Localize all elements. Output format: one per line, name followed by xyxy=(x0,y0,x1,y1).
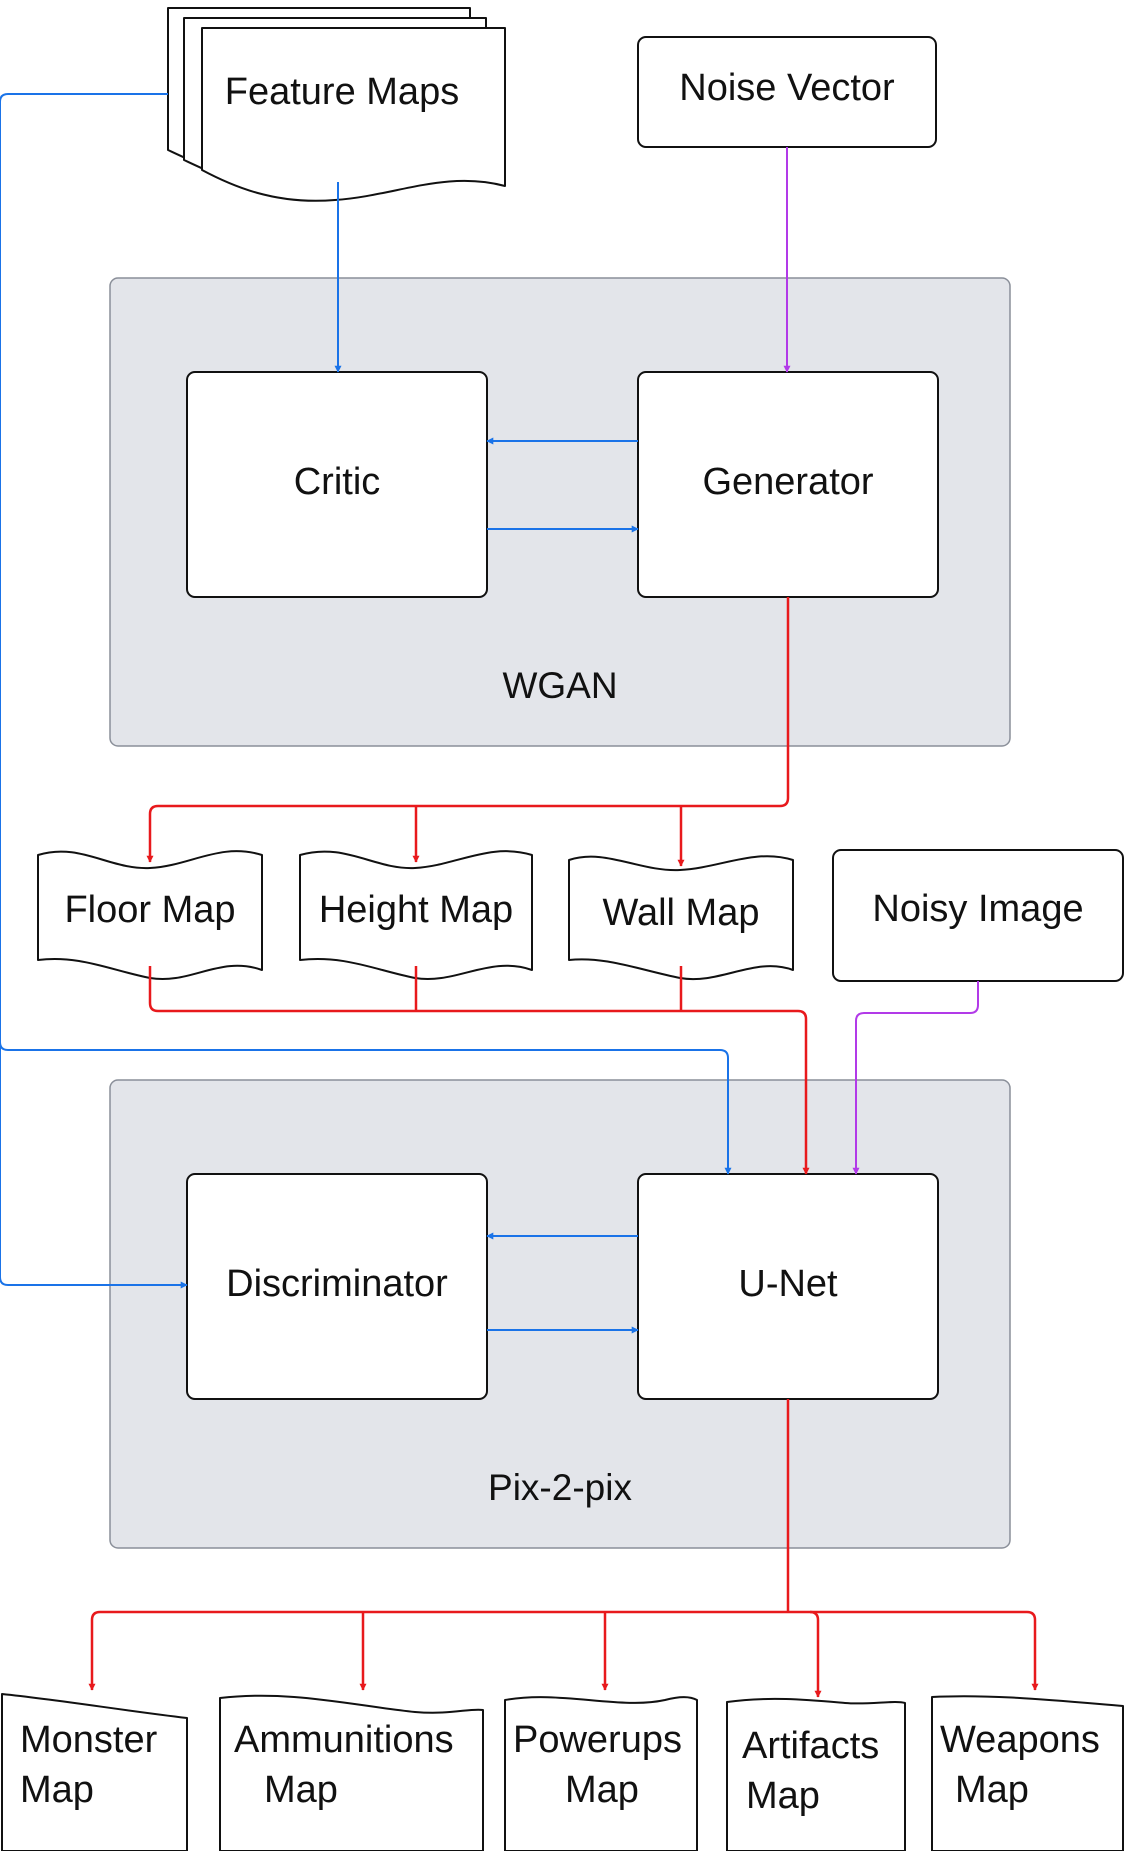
noisy-image-to-unet-arrow xyxy=(852,981,979,1175)
floor-map-doc: Floor Map xyxy=(37,850,263,981)
height-map-label: Height Map xyxy=(319,889,513,931)
powerups-map-doc: Powerups Map xyxy=(504,1696,698,1851)
ammunitions-map-label-line2: Map xyxy=(264,1769,338,1811)
powerups-map-label-line2: Map xyxy=(565,1769,639,1811)
wall-map-doc: Wall Map xyxy=(568,855,794,981)
weapons-map-label-line2: Map xyxy=(955,1769,1029,1811)
critic-label: Critic xyxy=(294,461,381,503)
unet-to-weapons-arrow xyxy=(810,1610,1039,1691)
floor-to-unet-arrow xyxy=(148,966,810,1175)
powerups-map-label-line1: Powerups xyxy=(513,1719,682,1761)
unet-to-monster-arrow xyxy=(88,1610,788,1691)
height-map-doc: Height Map xyxy=(299,850,533,981)
monster-map-label-line2: Map xyxy=(20,1769,94,1811)
discriminator-label: Discriminator xyxy=(226,1263,448,1305)
weapons-map-doc: Weapons Map xyxy=(931,1695,1124,1851)
weapons-map-label-line1: Weapons xyxy=(940,1719,1100,1761)
floor-map-label: Floor Map xyxy=(64,889,235,931)
feature-to-discriminator-arrow xyxy=(0,1042,188,1289)
ammunitions-map-label-line1: Ammunitions xyxy=(234,1719,454,1761)
wgan-label: WGAN xyxy=(502,665,617,706)
pix2pix-label: Pix-2-pix xyxy=(488,1467,632,1508)
feature-maps-label: Feature Maps xyxy=(225,71,459,113)
generator-label: Generator xyxy=(702,461,873,503)
feature-to-unet-arrow xyxy=(0,93,732,1175)
noise-vector-label: Noise Vector xyxy=(679,67,895,109)
artifacts-map-label-line1: Artifacts xyxy=(742,1725,879,1767)
ammunitions-map-doc: Ammunitions Map xyxy=(219,1694,484,1851)
wall-map-label: Wall Map xyxy=(603,892,760,934)
artifacts-map-label-line2: Map xyxy=(746,1775,820,1817)
feature-maps-doc: Feature Maps xyxy=(167,7,506,202)
noisy-image-label: Noisy Image xyxy=(872,888,1083,930)
unet-to-artifacts-arrow xyxy=(788,1610,822,1698)
monster-map-label-line1: Monster xyxy=(20,1719,158,1761)
unet-label: U-Net xyxy=(738,1263,838,1305)
generator-to-floor-arrow xyxy=(146,597,790,863)
monster-map-doc: Monster Map xyxy=(1,1693,188,1851)
artifacts-map-doc: Artifacts Map xyxy=(726,1697,906,1851)
